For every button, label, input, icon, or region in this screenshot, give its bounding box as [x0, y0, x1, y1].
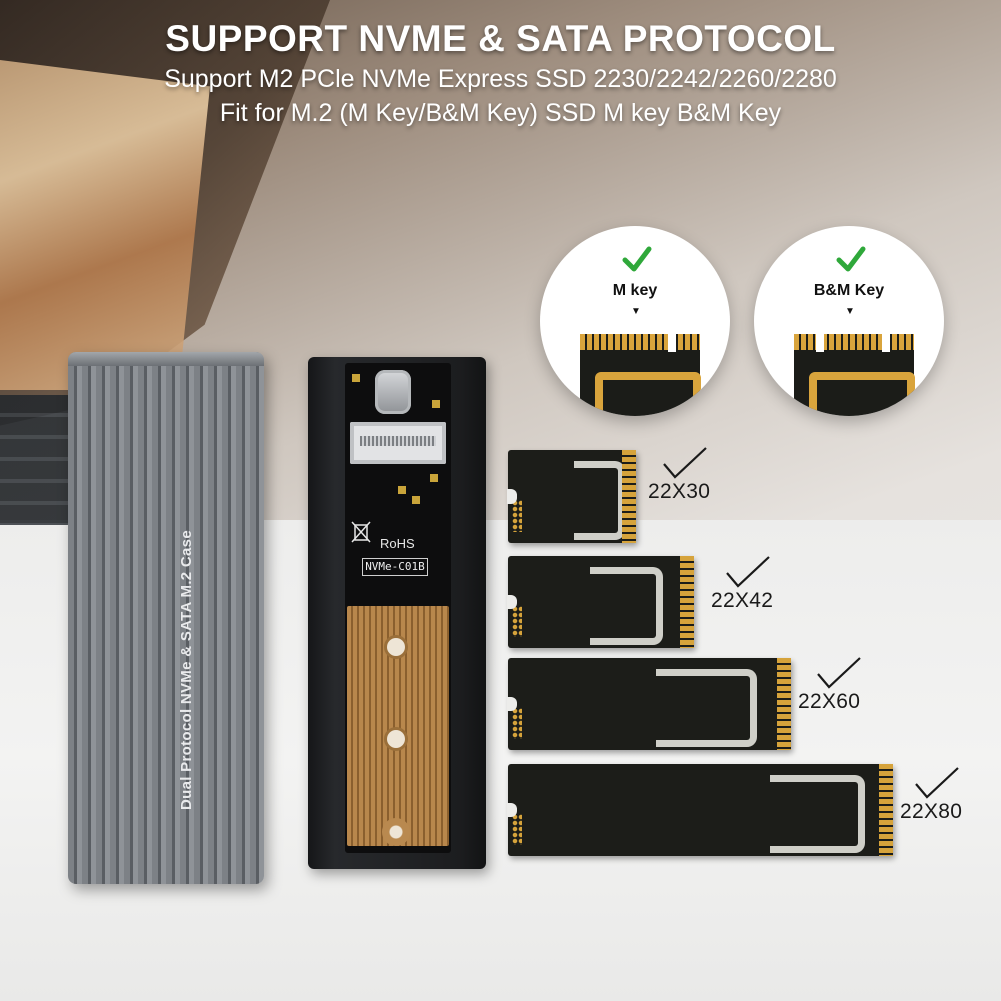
ssd-card-2230: [507, 450, 636, 543]
size-mark-2260: 22X60: [798, 656, 862, 714]
arrow-down-icon: ▼: [845, 306, 855, 317]
usb-c-port: [375, 370, 411, 414]
ssd-solder-pads: [512, 707, 522, 739]
checkmark-icon: [663, 447, 707, 479]
headline: SUPPORT NVME & SATA PROTOCOL Support M2 …: [0, 18, 1001, 130]
mounting-hole: [387, 730, 405, 748]
headline-subtitle-key-types: Fit for M.2 (M Key/B&M Key) SSD M key B&…: [219, 99, 782, 127]
ssd-gold-pins: [879, 764, 893, 856]
ssd-card-2242: [507, 556, 694, 648]
ssd-screw-notch: [507, 696, 517, 712]
board-component: [352, 374, 360, 382]
m-key-card-frame: [595, 372, 701, 416]
checkmark-icon: [726, 556, 770, 588]
size-label-2260: 22X60: [798, 690, 861, 713]
size-label-2280: 22X80: [900, 800, 963, 823]
size-label-2230: 22X30: [648, 480, 711, 503]
ssd-screw-notch: [507, 802, 517, 818]
ssd-gold-pins: [680, 556, 694, 648]
rohs-mark: RoHS: [380, 536, 415, 551]
bm-key-badge: B&M Key ▼: [754, 226, 944, 416]
ssd-screw-notch: [507, 594, 517, 610]
ssd-card-2280: [507, 764, 893, 856]
headline-title: SUPPORT NVME & SATA PROTOCOL: [165, 18, 836, 59]
ssd-gold-pins: [777, 658, 791, 750]
board-component: [398, 486, 406, 494]
arrow-down-icon: ▼: [631, 306, 641, 317]
weee-bin-icon: [351, 521, 371, 543]
ssd-label-frame: [590, 567, 663, 646]
m-key-label: M key: [612, 282, 658, 299]
ssd-card-2260: [507, 658, 791, 750]
ssd-label-frame: [770, 775, 865, 854]
laptop-screen-background: [0, 60, 210, 390]
ssd-enclosure-case: [68, 352, 264, 884]
ssd-label-frame: [574, 461, 625, 541]
bm-key-notch-m: [882, 332, 890, 352]
board-component: [412, 496, 420, 504]
check-icon: [836, 246, 866, 272]
ssd-screw-notch: [507, 489, 517, 504]
size-mark-2280: 22X80: [900, 766, 962, 824]
ssd-label-frame: [656, 669, 757, 748]
board-component: [432, 400, 440, 408]
ssd-solder-pads: [512, 813, 522, 845]
m-key-notch: [668, 332, 676, 352]
size-label-2242: 22X42: [711, 589, 774, 612]
laptop-keyboard-background: [0, 395, 75, 525]
checkmark-icon: [817, 657, 861, 689]
headline-subtitle-ssd-sizes: Support M2 PCle NVMe Express SSD 2230/22…: [164, 65, 837, 93]
checkmark-icon: [915, 767, 959, 799]
board-model-label: NVMe-C01B: [362, 558, 428, 576]
m-key-pins: [580, 334, 700, 350]
mounting-nut: [382, 818, 410, 846]
mounting-hole: [387, 638, 405, 656]
bm-key-pins: [794, 334, 914, 350]
board-component: [430, 474, 438, 482]
m2-slot: [350, 422, 446, 464]
size-mark-2242: 22X42: [711, 555, 773, 613]
check-icon: [622, 246, 652, 272]
ssd-solder-pads: [512, 605, 522, 637]
bm-key-card-frame: [809, 372, 915, 416]
ssd-gold-pins: [622, 450, 636, 543]
bm-key-label: B&M Key: [813, 282, 885, 299]
m-key-badge: M key ▼: [540, 226, 730, 416]
ssd-solder-pads: [512, 500, 522, 532]
enclosure-label: Dual Protocol NVMe & SATA M.2 Case: [178, 530, 195, 810]
bm-key-notch-b: [816, 332, 824, 352]
size-mark-2230: 22X30: [648, 446, 710, 504]
